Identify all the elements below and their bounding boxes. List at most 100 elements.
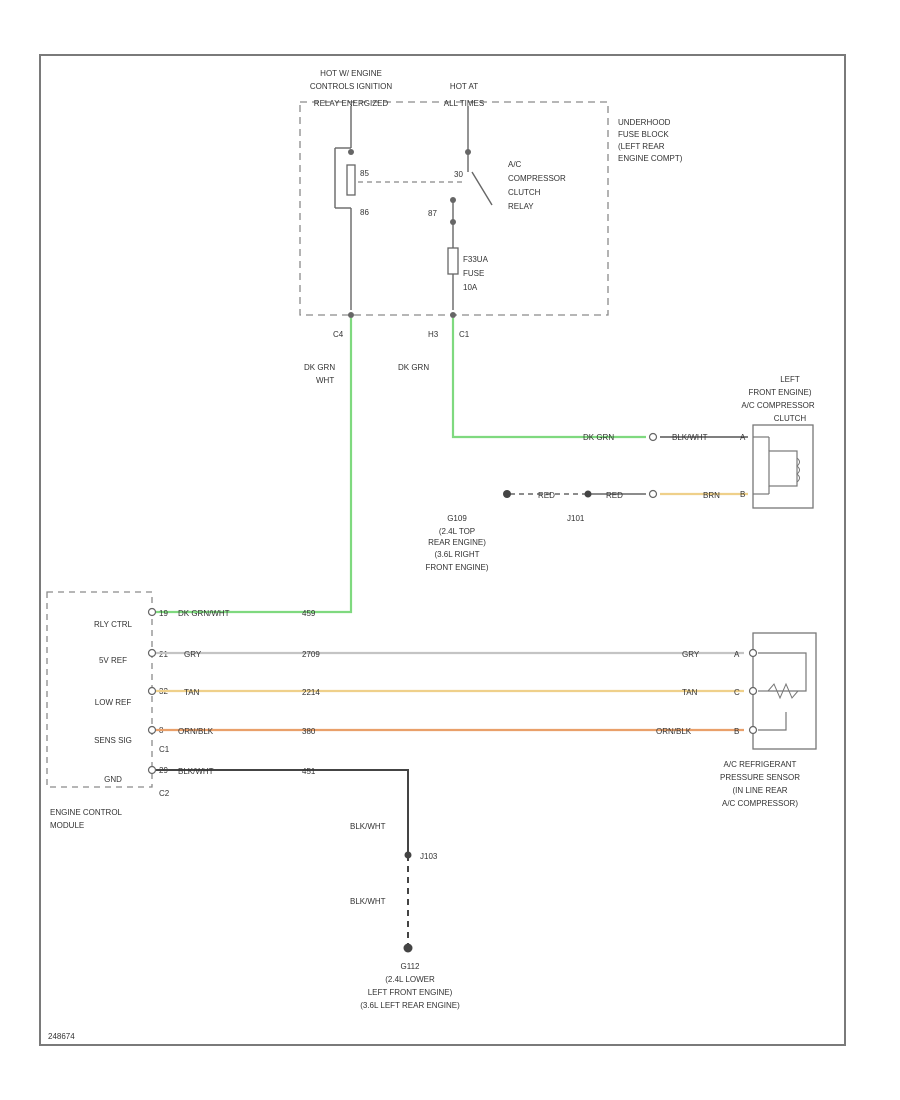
ecm-ground-color: BLK/WHT [178,767,214,776]
relay-coil [346,164,356,196]
clutch-feed-color-upper: DK GRN [398,363,429,372]
ac-pressure-sensor: A C B A/C REFRIGERANT PRESSURE SENSOR (I… [720,632,817,808]
ecm-connector-c2: C2 [159,789,170,798]
clutch-label-4: CLUTCH [774,414,807,423]
sensor-label-3: (IN LINE REAR [732,786,787,795]
engine-control-module: RLY CTRL 5V REF LOW REF SENS SIG GND 19 … [46,591,170,830]
sensor-pin-a: A [734,650,740,659]
ecm-connector-c1: C1 [159,745,170,754]
fuse-block-name-2: FUSE BLOCK [618,130,669,139]
sensor-label-1: A/C REFRIGERANT [724,760,797,769]
fuse-block-name-4: ENGINE COMPT) [618,154,683,163]
fuse-block-name-1: UNDERHOOD [618,118,671,127]
ecm-relay-circuit: 459 [302,609,316,618]
clutch-coil [768,450,798,487]
relay-ctrl-color-1: DK GRN [304,363,335,372]
sensor-pin-c: C [734,688,740,697]
ecm-name-1: ENGINE CONTROL [50,808,123,817]
clutch-label-2: FRONT ENGINE) [749,388,812,397]
relay-label-1: A/C [508,160,522,169]
g109-desc-2: REAR ENGINE) [428,538,486,547]
low-color-right: TAN [682,688,698,697]
ecm-pin-num-21: 21 [159,650,168,659]
ground-brn: BRN [703,491,720,500]
clutch-ground-color: BLK/WHT [672,433,708,442]
ecm-ground-wire: BLK/WHT 451 BLK/WHT J103 BLK/WHT G112 (2… [156,767,460,1010]
ecm-relay-wire-color: DK GRN/WHT [178,609,230,618]
relay-label-4: RELAY [508,202,534,211]
g109-ground-symbol [503,490,511,498]
diagram-frame [39,54,846,1046]
splice-j101 [584,490,592,498]
sig-color-left: ORN/BLK [178,727,214,736]
underhood-fuse-block: HOT W/ ENGINE CONTROLS IGNITION RELAY EN… [299,69,683,339]
sensor-signal-wire: ORN/BLK 380 ORN/BLK [156,727,744,736]
figure-id: 248674 [48,1032,75,1041]
g112-ground-symbol [403,943,413,953]
relay-control-wire: DK GRN WHT DK GRN/WHT 459 [155,318,353,618]
hot-relay-label-2: CONTROLS IGNITION [310,82,392,91]
ecm-pin-sens-sig: SENS SIG [94,736,132,745]
hot-all-label-2: ALL TIMES [444,99,484,108]
low-circuit: 2214 [302,688,320,697]
relay-label-3: CLUTCH [508,188,541,197]
splice-upper-color: BLK/WHT [350,822,386,831]
ecm-pin-5v-ref: 5V REF [99,656,127,665]
sig-circuit: 380 [302,727,316,736]
ground-red-1: RED [538,491,555,500]
clutch-label-1: LEFT [780,375,800,384]
sensor-label-4: A/C COMPRESSOR) [722,799,798,808]
relay-label-2: COMPRESSOR [508,174,566,183]
g112-name: G112 [401,962,421,971]
sig-color-right: ORN/BLK [656,727,692,736]
relay-pin-85: 85 [360,169,369,178]
sensor-ref-wire: GRY 2709 GRY [156,650,744,659]
fuse-block-name-3: (LEFT REAR [618,142,665,151]
g109-desc-1: (2.4L TOP [439,527,475,536]
g112-desc-3: (3.6L LEFT REAR ENGINE) [360,1001,460,1010]
clutch-feed-color: DK GRN [583,433,614,442]
ecm-pin-rly-ctrl: RLY CTRL [94,620,132,629]
relay-pin-86: 86 [360,208,369,217]
clutch-pin-b: B [740,490,745,499]
connector-c4: C4 [333,330,344,339]
ref-color-left: GRY [184,650,202,659]
clutch-pin-a: A [740,433,746,442]
fuse-label-2: FUSE [463,269,484,278]
ecm-name-2: MODULE [50,821,84,830]
splice-j103-label: J103 [420,852,438,861]
g109-desc-4: FRONT ENGINE) [426,563,489,572]
connector-h3: H3 [428,330,439,339]
splice-j101-label: J101 [567,514,585,523]
g109-name: G109 [447,514,467,523]
ecm-pin-low-ref: LOW REF [95,698,132,707]
relay-ctrl-color-2: WHT [316,376,334,385]
ground-red-2: RED [606,491,623,500]
ecm-pin-gnd: GND [104,775,122,784]
connector-c1-fuse: C1 [459,330,470,339]
splice-lower-color: BLK/WHT [350,897,386,906]
ref-circuit: 2709 [302,650,320,659]
splice-j103 [404,851,412,859]
fuse-label-3: 10A [463,283,478,292]
g109-ground-wire: RED RED BRN G109 (2.4L TOP REAR ENGINE) … [426,489,748,572]
hot-relay-label-1: HOT W/ ENGINE [320,69,382,78]
hot-relay-label-3: RELAY ENERGIZED [314,99,389,108]
clutch-label-3: A/C COMPRESSOR [741,401,815,410]
ref-color-right: GRY [682,650,700,659]
g109-desc-3: (3.6L RIGHT [434,550,479,559]
sensor-pin-b: B [734,727,739,736]
sensor-label-2: PRESSURE SENSOR [720,773,800,782]
hot-all-label-1: HOT AT [450,82,478,91]
relay-pin-87: 87 [428,209,437,218]
ac-compressor-clutch: A B LEFT FRONT ENGINE) A/C COMPRESSOR CL… [740,375,815,509]
g112-desc-2: LEFT FRONT ENGINE) [368,988,453,997]
g112-desc-1: (2.4L LOWER [385,975,435,984]
ecm-pin-num-19: 19 [159,609,168,618]
clutch-feed-wire: DK GRN DK GRN BLK/WHT [398,318,748,442]
fuse-label-1: F33UA [463,255,489,264]
relay-pin-30: 30 [454,170,463,179]
sensor-low-ref-wire: TAN 2214 TAN [156,688,744,697]
fuse-10a [447,247,459,275]
